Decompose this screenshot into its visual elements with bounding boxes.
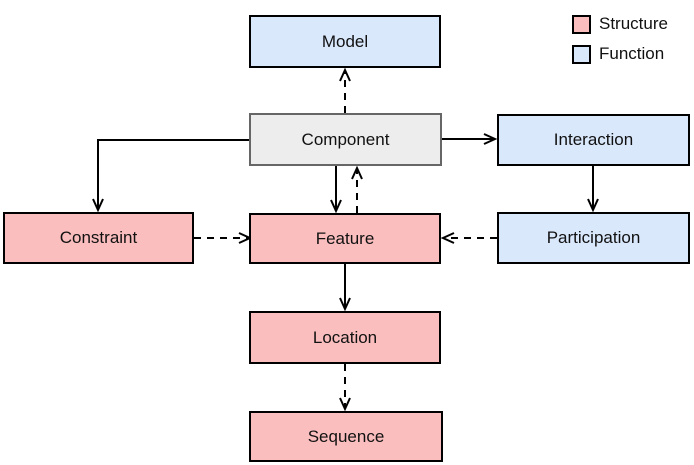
node-location-label: Location xyxy=(312,327,378,347)
node-feature: Feature xyxy=(249,213,441,264)
node-participation: Participation xyxy=(497,212,690,264)
node-constraint: Constraint xyxy=(3,212,194,264)
legend-function-label: Function xyxy=(599,44,665,63)
legend-structure-label: Structure xyxy=(599,14,668,33)
legend-item-structure: Structure xyxy=(572,14,668,34)
node-interaction: Interaction xyxy=(497,114,690,166)
node-feature-label: Feature xyxy=(315,228,375,248)
edge-component-constraint xyxy=(92,139,249,213)
node-participation-label: Participation xyxy=(546,228,641,247)
node-location: Location xyxy=(249,311,441,364)
structure-swatch-icon xyxy=(572,14,591,34)
legend: Structure Function xyxy=(572,14,668,74)
node-model-label: Model xyxy=(321,31,369,51)
node-sequence: Sequence xyxy=(249,411,443,462)
node-model: Model xyxy=(249,15,441,68)
node-interaction-label: Interaction xyxy=(553,130,634,149)
node-constraint-label: Constraint xyxy=(59,228,138,247)
function-swatch-icon xyxy=(572,44,591,64)
node-component: Component xyxy=(249,113,442,166)
node-sequence-label: Sequence xyxy=(307,426,385,446)
legend-item-function: Function xyxy=(572,44,668,64)
node-component-label: Component xyxy=(301,129,390,149)
